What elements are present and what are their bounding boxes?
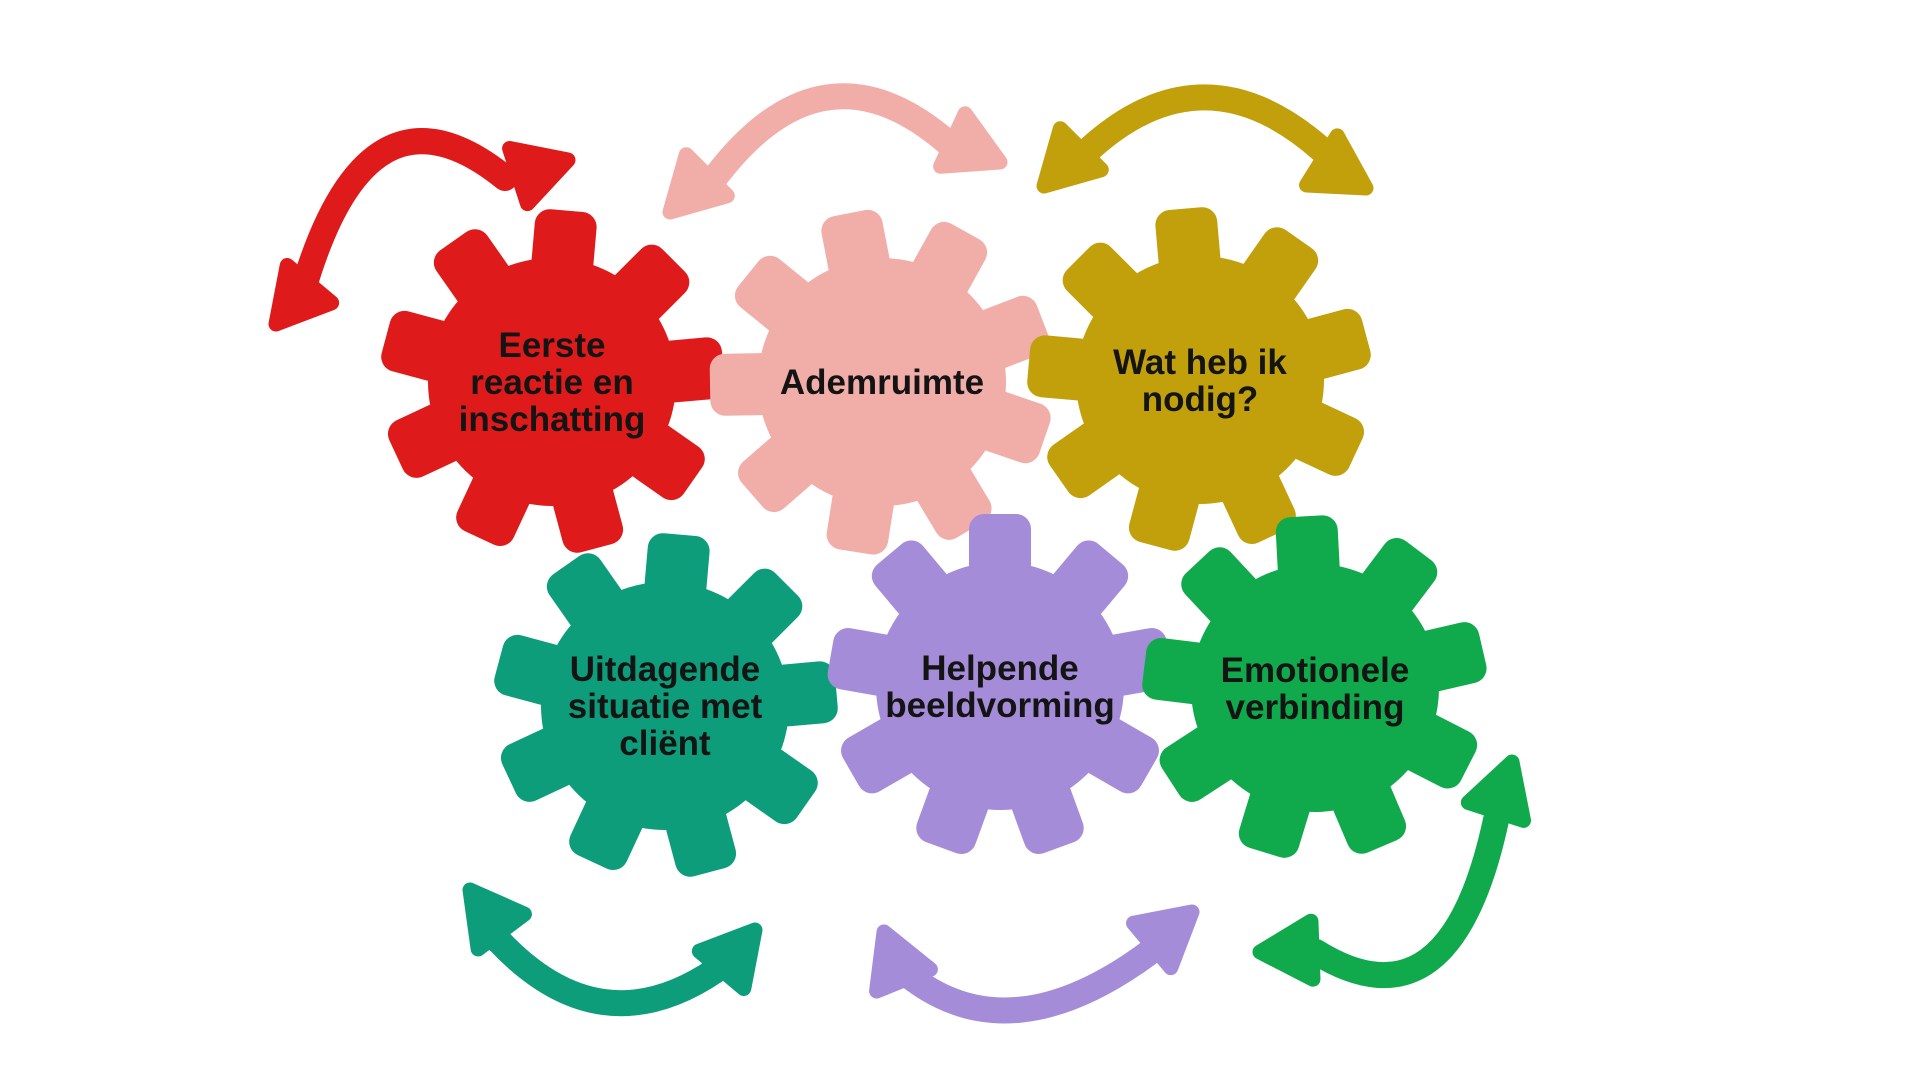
olive-rotation-arrow: [1023, 84, 1381, 212]
teal-rotation-arrow: [447, 873, 777, 1017]
gear-purple-label-line: beeldvorming: [885, 686, 1114, 725]
gear-olive: [1025, 205, 1375, 555]
gear-pink-shape-icon: [709, 207, 1055, 557]
green-arrow-left-head-icon: [1259, 921, 1313, 981]
gear-teal: [490, 531, 840, 881]
purple-rotation-arrow: [857, 890, 1211, 1024]
gear-teal-label-line: situatie met: [568, 687, 763, 726]
green-arrow-top-head-icon: [1468, 753, 1539, 820]
gear-olive-shape-icon: [1025, 205, 1375, 555]
gear-red-label-line: Eerste: [498, 326, 605, 365]
red-rotation-arrow: [254, 132, 577, 342]
gear-red-label-line: inschatting: [459, 400, 646, 439]
gear-red: [377, 207, 727, 557]
gear-purple-label: Helpende beeldvorming: [885, 649, 1114, 725]
gear-red-shape-icon: [377, 207, 727, 557]
purple-arrow-shaft: [895, 939, 1163, 1024]
pink-arrow-shaft: [693, 83, 961, 203]
gear-pink-label: Ademruimte: [780, 363, 984, 402]
gear-teal-label: Uitdagende situatie met cliënt: [568, 650, 763, 763]
red-arrow-right-head-icon: [510, 132, 577, 203]
gear-olive-label-line: nodig?: [1142, 380, 1259, 419]
gear-red-label: Eerste reactie en inschatting: [459, 326, 646, 439]
purple-arrow-left-head-icon: [857, 921, 930, 991]
gear-green-label-line: verbinding: [1226, 688, 1405, 727]
green-arrow-shaft: [1303, 807, 1509, 989]
gear-teal-shape-icon: [490, 531, 840, 881]
gear-olive-label: Wat heb ik nodig?: [1113, 343, 1287, 419]
gear-pink-label-line: Ademruimte: [780, 363, 984, 402]
teal-arrow-shaft: [485, 927, 729, 1017]
gear-pink: [709, 207, 1055, 557]
gear-red-label-line: reactie en: [470, 363, 633, 402]
olive-arrow-shaft: [1065, 84, 1335, 173]
gear-olive-label-line: Wat heb ik: [1113, 343, 1287, 382]
gear-green-label: Emotionele verbinding: [1221, 651, 1410, 727]
gear-purple: [825, 514, 1175, 859]
red-arrow-shaft: [290, 128, 518, 303]
green-rotation-arrow: [1259, 753, 1540, 981]
gear-green: [1140, 514, 1490, 862]
gear-teal-label-line: Uitdagende: [570, 650, 761, 689]
gear-green-shape-icon: [1140, 514, 1490, 862]
gear-purple-label-line: Helpende: [921, 649, 1079, 688]
pink-arrow-right-head-icon: [941, 114, 1013, 189]
gear-purple-shape-icon: [825, 514, 1175, 859]
gear-green-label-line: Emotionele: [1221, 651, 1410, 690]
gear-teal-label-line: cliënt: [619, 724, 711, 763]
pink-rotation-arrow: [649, 83, 1013, 232]
